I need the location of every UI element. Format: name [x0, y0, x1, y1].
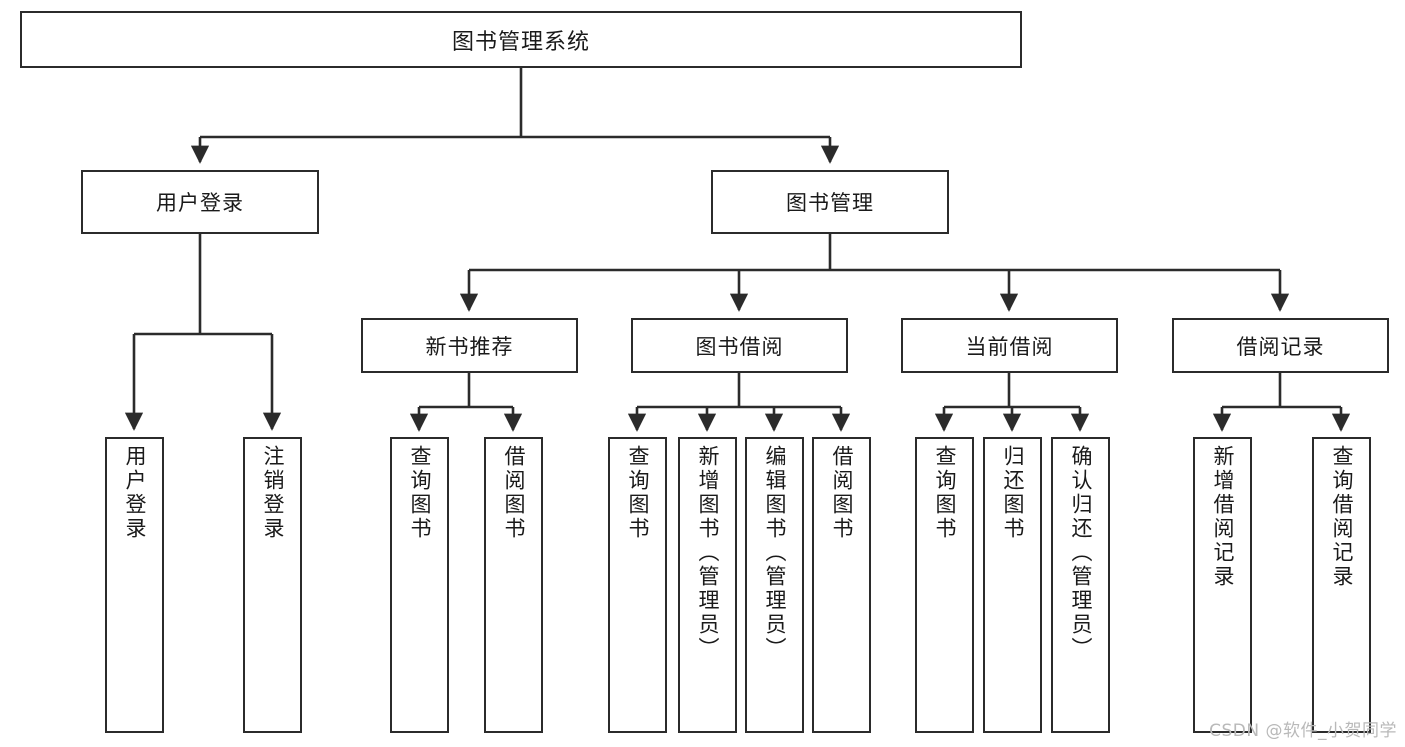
- edge-book-borrow-to-leaves: [627, 373, 851, 432]
- edge-new-book-recommend-to-leaves: [409, 373, 523, 432]
- node-leaf-query-borrow-record[interactable]: 查询借阅记录: [1312, 437, 1371, 733]
- node-leaf-query-book-3[interactable]: 查询图书: [915, 437, 974, 733]
- node-leaf-confirm-return-admin[interactable]: 确认归还（管理员）: [1051, 437, 1110, 733]
- node-label: 查询借阅记录: [1329, 445, 1354, 589]
- node-label: 新增图书（管理员）: [695, 445, 720, 661]
- node-user-login[interactable]: 用户登录: [81, 170, 319, 234]
- node-label: 借阅记录: [1236, 334, 1325, 359]
- node-current-borrow[interactable]: 当前借阅: [901, 318, 1118, 373]
- node-label: 图书管理: [786, 191, 874, 215]
- node-leaf-query-book-2[interactable]: 查询图书: [608, 437, 667, 733]
- node-label: 查询图书: [407, 445, 432, 541]
- node-borrow-record[interactable]: 借阅记录: [1172, 318, 1389, 373]
- node-leaf-add-borrow-record[interactable]: 新增借阅记录: [1193, 437, 1252, 733]
- node-label: 当前借阅: [965, 334, 1054, 359]
- edge-borrow-record-to-leaves: [1212, 373, 1351, 432]
- edge-current-borrow-to-leaves: [934, 373, 1090, 432]
- node-book-borrow[interactable]: 图书借阅: [631, 318, 848, 373]
- edge-root-to-level1: [190, 68, 840, 164]
- node-leaf-add-book-admin[interactable]: 新增图书（管理员）: [678, 437, 737, 733]
- node-book-management[interactable]: 图书管理: [711, 170, 949, 234]
- node-label: 注销登录: [260, 445, 285, 541]
- node-label: 确认归还（管理员）: [1068, 445, 1093, 661]
- node-label: 图书借阅: [695, 334, 784, 359]
- node-label: 编辑图书（管理员）: [762, 445, 787, 661]
- node-label: 借阅图书: [501, 445, 526, 541]
- node-leaf-query-book-1[interactable]: 查询图书: [390, 437, 449, 733]
- node-leaf-edit-book-admin[interactable]: 编辑图书（管理员）: [745, 437, 804, 733]
- node-label: 查询图书: [932, 445, 957, 541]
- node-label: 新书推荐: [425, 334, 514, 359]
- node-label: 借阅图书: [829, 445, 854, 541]
- node-label: 图书管理系统: [451, 29, 590, 55]
- node-leaf-user-login[interactable]: 用户登录: [105, 437, 164, 733]
- edge-user-login-to-leaves: [124, 234, 282, 431]
- node-leaf-borrow-book-1[interactable]: 借阅图书: [484, 437, 543, 733]
- node-label: 新增借阅记录: [1210, 445, 1235, 589]
- node-leaf-return-book[interactable]: 归还图书: [983, 437, 1042, 733]
- node-label: 归还图书: [1000, 445, 1025, 541]
- node-label: 用户登录: [122, 445, 147, 541]
- edge-book-management-to-level2: [459, 234, 1290, 312]
- node-root-book-management-system[interactable]: 图书管理系统: [20, 11, 1022, 68]
- node-label: 用户登录: [156, 191, 244, 215]
- node-leaf-logout-login[interactable]: 注销登录: [243, 437, 302, 733]
- node-label: 查询图书: [625, 445, 650, 541]
- node-new-book-recommend[interactable]: 新书推荐: [361, 318, 578, 373]
- node-leaf-borrow-book-2[interactable]: 借阅图书: [812, 437, 871, 733]
